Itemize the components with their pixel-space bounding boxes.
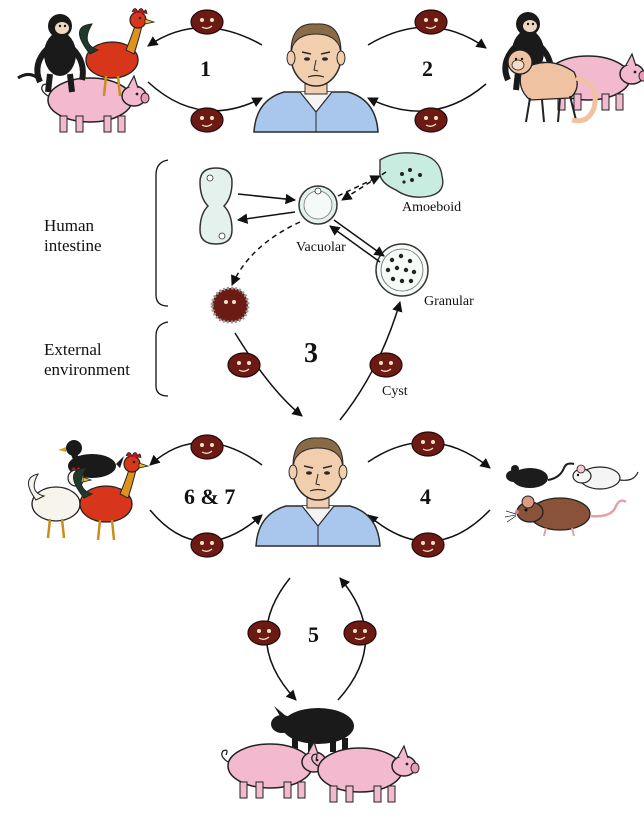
birds-icon	[27, 440, 150, 542]
amoeboid-cell	[379, 152, 444, 198]
cyst-icon	[190, 434, 224, 460]
region-label-human-intestine: Human intestine	[44, 216, 102, 255]
cycle-3-solid-arrows	[234, 193, 403, 421]
region-brackets	[155, 159, 169, 397]
monkey-rooster-pig-icon	[17, 7, 156, 133]
pigs-icon	[221, 706, 420, 803]
cycle-3-dashed-arrows	[231, 171, 387, 286]
cycle-number-3: 3	[304, 338, 318, 369]
cyst-icon	[414, 9, 448, 35]
cyst-icon	[190, 9, 224, 35]
cyst-icon	[343, 620, 377, 646]
dividing-vacuolar-cell	[199, 167, 233, 245]
human-icon	[255, 437, 381, 547]
cycle-number-6-7: 6 & 7	[184, 484, 236, 509]
cyst-icon	[411, 532, 445, 558]
cycle-number-5: 5	[308, 622, 319, 647]
cyst-icon	[247, 620, 281, 646]
stage-label-amoeboid: Amoeboid	[402, 200, 462, 215]
cyst-icon	[369, 352, 403, 378]
rats-icon	[503, 462, 639, 538]
cyst-icon	[190, 532, 224, 558]
cyst-icon	[411, 431, 445, 457]
cycle-number-4: 4	[420, 484, 431, 509]
stage-label-cyst: Cyst	[382, 384, 408, 399]
vacuolar-cell	[298, 185, 338, 225]
stage-label-vacuolar: Vacuolar	[296, 240, 346, 255]
cyst-icon	[227, 352, 261, 378]
cycle-number-2: 2	[422, 56, 433, 81]
granular-cell	[375, 243, 429, 297]
excysting-cyst	[210, 286, 250, 324]
stage-label-granular: Granular	[424, 294, 474, 309]
monkey-pig-icon	[505, 12, 644, 122]
human-icon	[253, 23, 379, 133]
cycle-number-1: 1	[200, 56, 211, 81]
cyst-icon	[414, 107, 448, 133]
region-label-external-environment: External environment	[44, 340, 130, 379]
cyst-icon	[190, 107, 224, 133]
